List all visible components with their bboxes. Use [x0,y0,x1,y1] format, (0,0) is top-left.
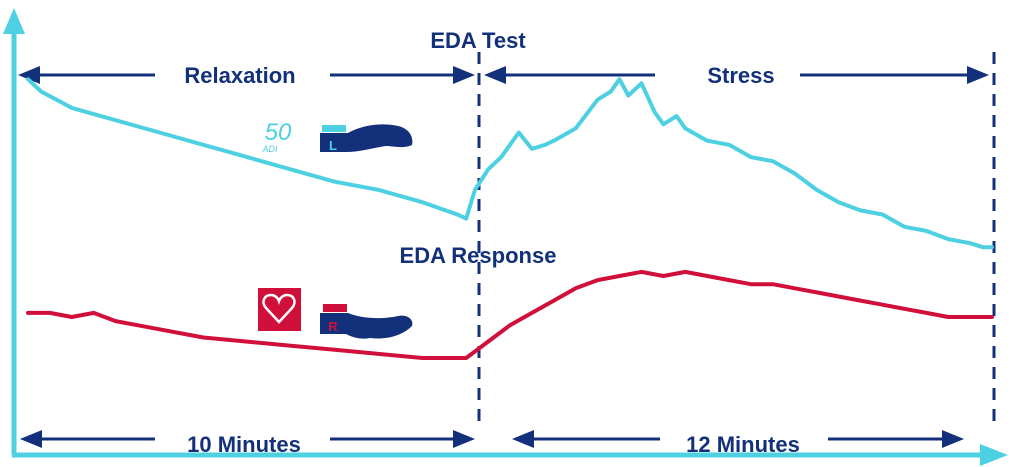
stress-duration-span: 12 Minutes [512,430,964,457]
right-hand-icon: R [320,304,413,339]
series-layer [26,77,994,360]
test-heading: EDA Test [430,28,526,53]
right-hand-group: R [258,288,413,339]
left-badge: L [329,138,337,153]
stress-span: Stress [484,63,989,88]
relaxation-duration-label: 10 Minutes [187,432,301,457]
relaxation-duration-span: 10 Minutes [20,430,475,457]
stress-duration-label: 12 Minutes [686,432,800,457]
relaxation-span: Relaxation [18,63,475,88]
y-axis-arrow [3,8,25,34]
series-line-left [26,77,994,250]
right-badge: R [328,319,338,334]
left-hand-group: 50 ADI L [261,119,413,154]
response-heading: EDA Response [400,243,557,268]
axes [3,8,1008,466]
left-unit: ADI [261,144,278,154]
left-hand-icon: L [320,124,413,153]
relaxation-label: Relaxation [184,63,295,88]
left-value: 50 [265,119,292,146]
x-axis-arrow [980,444,1008,466]
stress-label: Stress [707,63,774,88]
heart-icon [258,288,301,331]
series-line-right [26,269,994,360]
